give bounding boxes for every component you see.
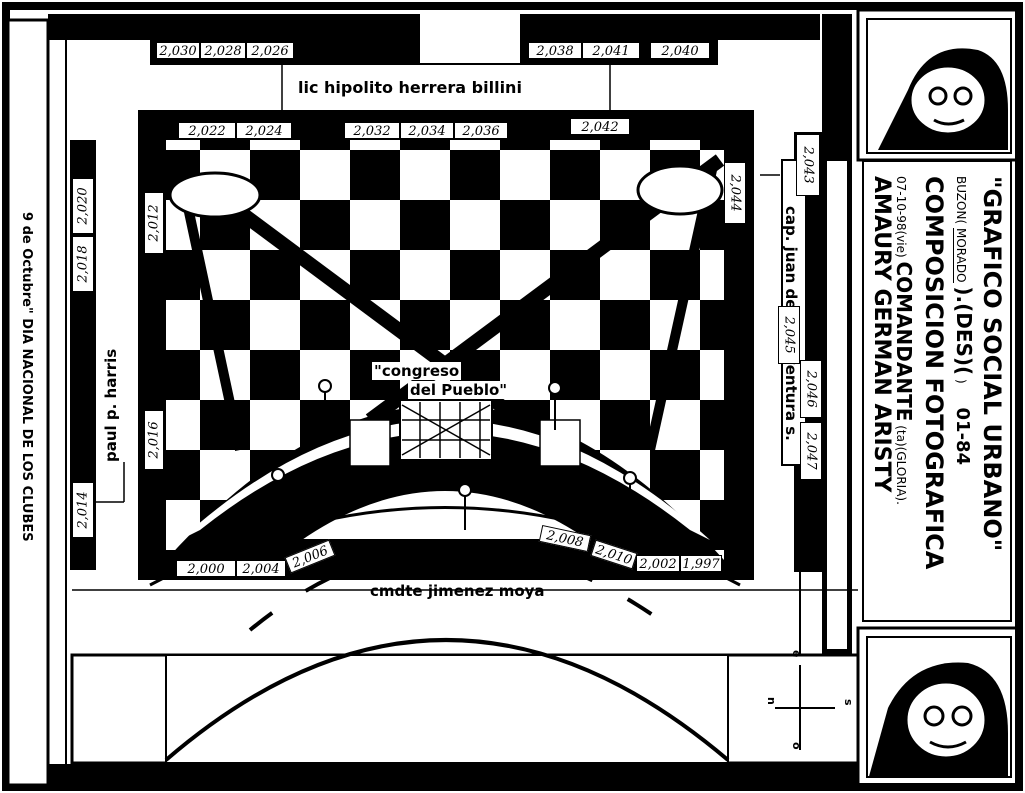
lot-2026: 2,026: [246, 42, 294, 59]
top-black-band-right: [520, 14, 820, 40]
compass-e: e: [790, 650, 803, 658]
lot-1997: 1,997: [680, 555, 722, 572]
lot-2016: 2,016: [144, 410, 164, 470]
compass-cross: [775, 665, 835, 750]
avenue-bottom-label: cmdte jimenez moya: [370, 582, 545, 600]
avenue-top-label: lic hipolito herrera billini: [296, 78, 524, 97]
rank-text: COMANDANTE: [892, 261, 916, 422]
lot-2004: 2,004: [236, 560, 286, 577]
left-margin-label: 9 de Octubre" DIA NACIONAL DE LOS CLUBES: [19, 212, 34, 542]
jbp-label: jbp: [432, 13, 459, 31]
compass-s: s: [842, 699, 855, 706]
lot-2012: 2,012: [144, 192, 164, 254]
lot-2020: 2,020: [72, 178, 94, 234]
title-line2: BUZON( MORADO ).(DES)( ) 01-84: [952, 176, 976, 465]
lot-2030: 2,030: [156, 42, 200, 59]
street-left-label: paul p. harris: [102, 348, 120, 462]
lot-2040: 2,040: [650, 42, 710, 59]
author-name: AMAURY GERMAN ARISTY: [869, 176, 894, 493]
lot-2024: 2,024: [236, 122, 292, 139]
lot-2038: 2,038: [528, 42, 582, 59]
bottom-black-band: [48, 764, 858, 786]
right-white-panel: [825, 159, 849, 651]
title-text: "GRAFICO SOCIAL URBANO": [978, 176, 1006, 552]
lot-2045: 2,045: [778, 306, 800, 364]
lot-2047: 2,047: [800, 422, 822, 480]
portrait-photo-top: [866, 18, 1012, 154]
date-text: 07-10-98(vie): [894, 176, 908, 258]
buzon-color: MORADO: [953, 227, 968, 283]
lot-2000: 2,000: [176, 560, 236, 577]
lot-2014: 2,014: [72, 482, 94, 538]
lot-2041: 2,041: [582, 42, 640, 59]
congress-label-line2: del Pueblo": [408, 381, 510, 399]
compass-n: n: [765, 697, 778, 705]
lot-2044: 2,044: [724, 162, 746, 224]
title-block: "GRAFICO SOCIAL URBANO" BUZON( MORADO ).…: [862, 160, 1012, 622]
congress-label-line1: "congreso: [372, 362, 462, 380]
road-arc-outer: [149, 506, 741, 587]
series-code: 01-84: [952, 407, 973, 466]
lot-2002: 2,002: [636, 555, 680, 572]
des-label: ).(DES)(: [952, 286, 976, 376]
portrait-photo-bottom: [866, 636, 1012, 778]
lot-2046: 2,046: [800, 360, 822, 418]
blank-paren-close: ): [954, 379, 968, 384]
lot-2028: 2,028: [200, 42, 246, 59]
road-dashes-upper: [248, 545, 662, 632]
photo-frame-bottom: [856, 626, 1020, 788]
composition-line: COMPOSICION FOTOGRAFICA: [920, 176, 948, 570]
bottom-arch: [164, 638, 730, 762]
buzon-label: BUZON(: [954, 176, 968, 225]
lot-2036: 2,036: [454, 122, 508, 139]
rank-suffix: (ta)(GLORIA).: [894, 425, 908, 505]
left-margin-strip: [6, 18, 50, 787]
lot-2043: 2,043: [796, 134, 820, 196]
top-black-band-left: [48, 14, 420, 40]
lot-2022: 2,022: [178, 122, 236, 139]
lot-2042: 2,042: [570, 118, 630, 135]
compass-o: o: [790, 742, 803, 750]
lamp-markers: [271, 379, 637, 530]
lot-2032: 2,032: [344, 122, 400, 139]
lot-2034: 2,034: [400, 122, 454, 139]
lot-2018: 2,018: [72, 236, 94, 292]
date-line: 07-10-98(vie) COMANDANTE (ta)(GLORIA).: [892, 176, 916, 505]
